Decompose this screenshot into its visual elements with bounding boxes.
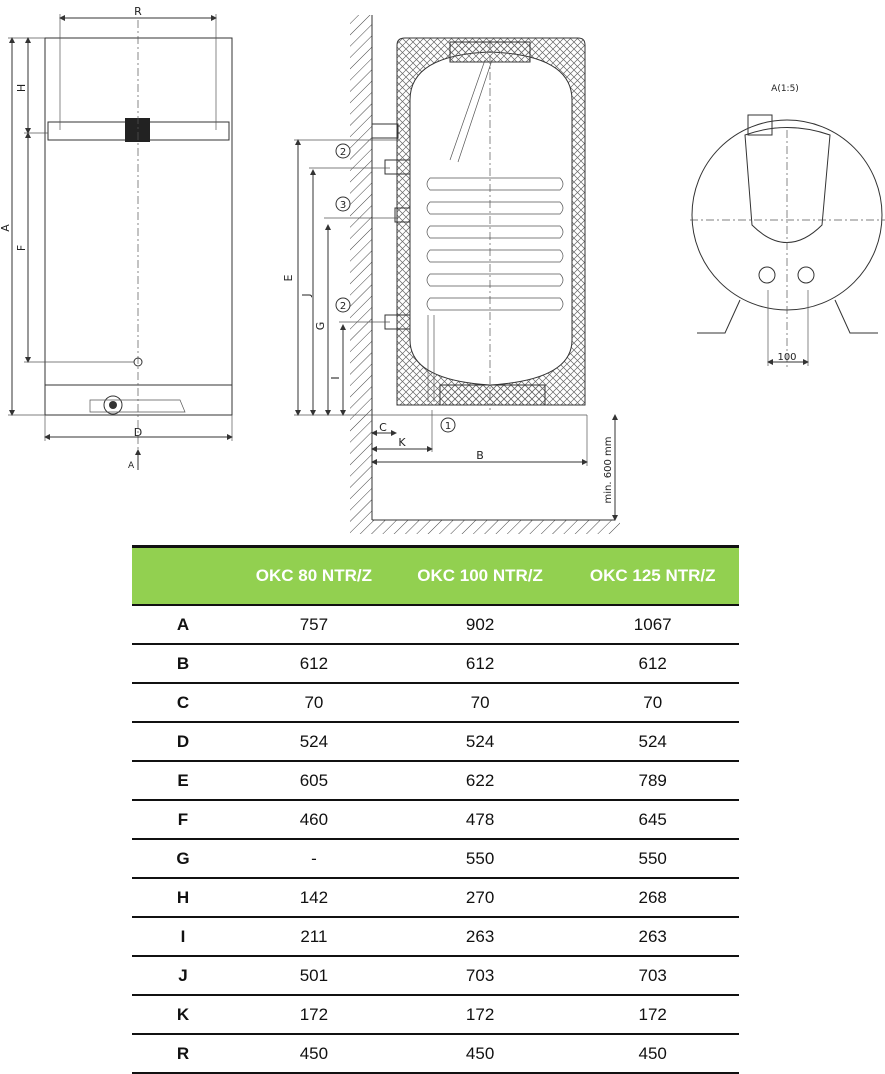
cell-value: 524 [393,722,567,762]
callout-2b: 2 [340,301,346,312]
dim-F-label: F [15,245,28,251]
cell-value: 450 [393,1034,567,1074]
detail-view: A(1:5) 100 [690,84,885,370]
cell-value: 612 [393,644,567,684]
row-label: D [132,722,234,762]
cell-value: 902 [393,605,567,645]
cell-value: 757 [234,605,394,645]
cell-value: 703 [566,956,739,996]
cell-value: - [234,839,394,879]
dim-H-label: H [15,84,28,92]
callout-3: 3 [340,200,346,211]
table-header-row: OKC 80 NTR/Z OKC 100 NTR/Z OKC 125 NTR/Z [132,546,739,606]
cell-value: 70 [234,683,394,723]
cell-value: 70 [566,683,739,723]
row-label: I [132,917,234,957]
callout-2: 2 [340,147,346,158]
cell-value: 1067 [566,605,739,645]
cell-value: 460 [234,800,394,840]
technical-drawing: R A H F D A [0,5,885,534]
section-view: E J G I 2 3 2 1 C K B min. 600 mm [282,15,620,534]
row-label: B [132,644,234,684]
dim-E-label: E [282,274,295,281]
clearance-label: min. 600 mm [603,437,614,504]
dim-C-label: C [379,421,387,434]
cell-value: 263 [393,917,567,957]
callout-1: 1 [445,421,451,432]
dim-D-label: D [134,426,142,439]
row-label: K [132,995,234,1035]
cell-value: 789 [566,761,739,801]
cell-value: 270 [393,878,567,918]
cell-value: 524 [566,722,739,762]
dim-I-label: I [329,376,342,379]
cell-value: 70 [393,683,567,723]
cell-value: 268 [566,878,739,918]
header-blank [132,546,234,606]
cell-value: 450 [234,1034,394,1074]
cell-value: 172 [234,995,394,1035]
cell-value: 501 [234,956,394,996]
header-okc100: OKC 100 NTR/Z [393,546,567,606]
dim-A-label: A [0,224,12,232]
view-arrow-label: A [128,461,135,471]
cell-value: 612 [234,644,394,684]
cell-value: 211 [234,917,394,957]
cell-value: 524 [234,722,394,762]
row-label: E [132,761,234,801]
dim-G-label: G [314,322,327,331]
cell-value: 478 [393,800,567,840]
cell-value: 550 [566,839,739,879]
row-label: J [132,956,234,996]
cell-value: 703 [393,956,567,996]
header-okc80: OKC 80 NTR/Z [234,546,394,606]
detail-title: A(1:5) [771,84,799,94]
dim-B-label: B [476,449,484,462]
header-okc125: OKC 125 NTR/Z [566,546,739,606]
cell-value: 550 [393,839,567,879]
dimensions-table: OKC 80 NTR/Z OKC 100 NTR/Z OKC 125 NTR/Z… [132,545,739,1074]
row-label: R [132,1034,234,1074]
dim-K-label: K [398,436,406,449]
cell-value: 172 [393,995,567,1035]
cell-value: 450 [566,1034,739,1074]
cell-value: 612 [566,644,739,684]
cell-value: 645 [566,800,739,840]
row-label: G [132,839,234,879]
cell-value: 605 [234,761,394,801]
cell-value: 622 [393,761,567,801]
front-view: R A H F D A [0,5,233,471]
dim-R-label: R [134,5,142,18]
row-label: H [132,878,234,918]
cell-value: 263 [566,917,739,957]
row-label: F [132,800,234,840]
dim-100-label: 100 [777,352,796,363]
row-label: A [132,605,234,645]
dim-J-label: J [300,293,313,297]
row-label: C [132,683,234,723]
cell-value: 142 [234,878,394,918]
cell-value: 172 [566,995,739,1035]
